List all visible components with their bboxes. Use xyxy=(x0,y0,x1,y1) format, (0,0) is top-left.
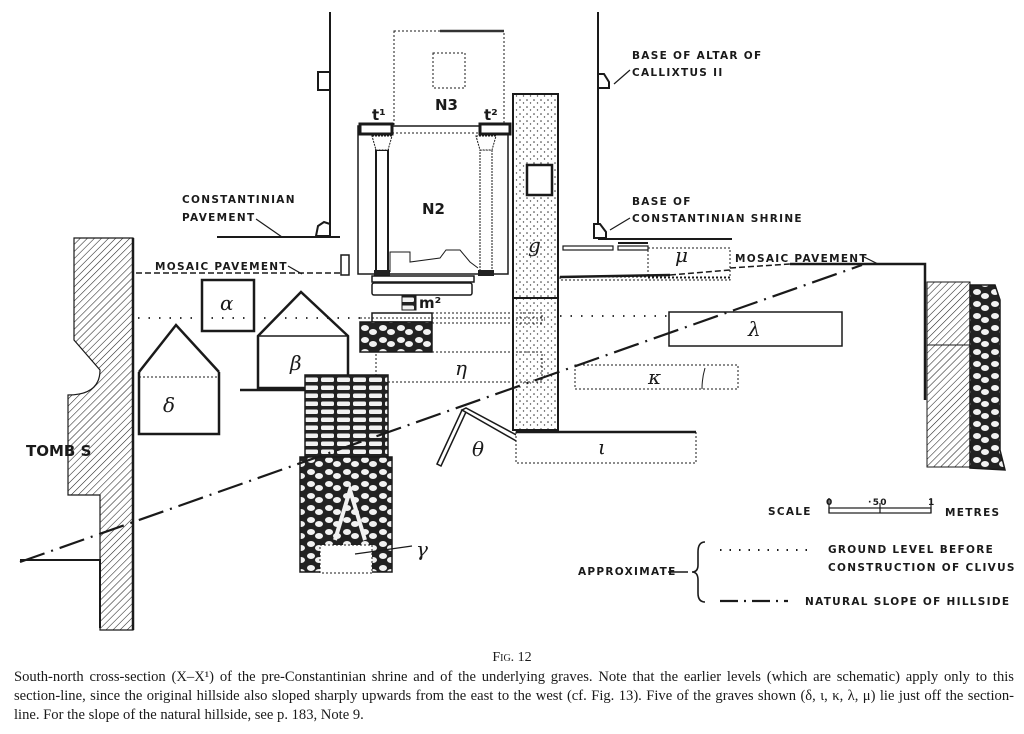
grave-gamma-arrow xyxy=(354,545,413,555)
wall-m2-label: m² xyxy=(419,294,441,312)
grave-delta xyxy=(137,323,221,436)
legend-brace xyxy=(691,541,706,603)
constantinian-pavement-label-1: CONSTANTINIAN xyxy=(182,194,296,206)
altar-base-label-2: CALLIXTUS II xyxy=(632,67,724,79)
grave-delta-label: δ xyxy=(163,393,175,417)
niche-n2-label: N2 xyxy=(422,200,445,218)
grave-beta xyxy=(240,290,350,392)
legend-natural-slope: NATURAL SLOPE OF HILLSIDE xyxy=(805,596,1010,608)
grave-mu-label: μ xyxy=(675,243,688,267)
grave-lambda-label: λ xyxy=(747,317,761,341)
tomb-s-wall xyxy=(20,237,135,631)
constantinian-pavement-label-2: PAVEMENT xyxy=(182,212,255,224)
rubble-foundation xyxy=(359,321,433,353)
altar-base-callixtus-icon xyxy=(597,73,610,89)
figure-number: Fig. 12 xyxy=(492,650,532,665)
niche-n3-label: N3 xyxy=(435,96,458,114)
legend: APPROXIMATE GROUND LEVEL BEFORE CONSTRUC… xyxy=(578,541,1016,608)
small-pillar-icon xyxy=(340,254,350,276)
constantinian-shrine-base-icon xyxy=(593,223,607,239)
constantinian-shrine-arrow xyxy=(609,217,631,231)
legend-ground-level-2: CONSTRUCTION OF CLIVUS xyxy=(828,562,1016,574)
scale-tick-mid: ·50 xyxy=(868,498,888,508)
niche-n2 xyxy=(357,122,512,296)
mosaic-pavement-right-line xyxy=(790,262,927,400)
column-left xyxy=(375,149,389,273)
constantinian-shrine-label-2: CONSTANTINIAN SHRINE xyxy=(632,213,803,225)
grave-kappa-label: κ xyxy=(647,365,661,389)
cross-section-diagram: TOMB S CONSTANTINIAN PAVEMENT MOSAIC PAV… xyxy=(19,12,1016,631)
constantinian-pavement-arrow xyxy=(255,218,283,238)
grave-alpha xyxy=(200,278,256,333)
constantinian-shrine-label-1: BASE OF xyxy=(632,196,692,208)
grave-beta-label: β xyxy=(289,351,302,375)
grave-eta-label: η xyxy=(455,356,467,380)
grave-kappa xyxy=(574,364,739,390)
grave-lambda xyxy=(668,311,843,347)
travertine-slab-t2 xyxy=(478,122,512,136)
grave-alpha-label: α xyxy=(220,291,234,315)
mosaic-pavement-left-label: MOSAIC PAVEMENT xyxy=(155,261,288,273)
natural-slope-line xyxy=(19,263,863,564)
altar-base-label-1: BASE OF ALTAR OF xyxy=(632,50,762,62)
constantinian-shrine-base-left-icon xyxy=(314,220,331,237)
grave-gamma xyxy=(319,544,373,574)
grave-iota xyxy=(515,430,697,464)
mosaic-pavement-right-arrow xyxy=(861,255,879,265)
scale-bar: SCALE 0 ·50 1 METRES xyxy=(768,498,1000,519)
grave-iota-label: ι xyxy=(598,435,606,459)
figure-caption: South-north cross-section (X–X¹) of the … xyxy=(14,669,1014,723)
wall-g xyxy=(512,93,559,431)
tomb-s-label: TOMB S xyxy=(26,442,91,460)
scale-tick-0: 0 xyxy=(826,498,834,508)
column-right xyxy=(479,149,493,273)
legend-ground-level-1: GROUND LEVEL BEFORE xyxy=(828,544,994,556)
masonry-pillar xyxy=(299,374,393,574)
north-wall xyxy=(926,281,1006,471)
grave-theta-label: θ xyxy=(472,437,484,461)
travertine-t2-label: t² xyxy=(484,106,498,124)
travertine-t1-label: t¹ xyxy=(372,106,386,124)
altar-base-left-icon xyxy=(317,71,330,91)
grave-gamma-label: γ xyxy=(416,537,428,561)
scale-tick-1: 1 xyxy=(928,498,936,508)
scale-unit: METRES xyxy=(945,507,1000,519)
wall-g-label: g xyxy=(528,233,541,257)
mosaic-pavement-left-arrow xyxy=(287,265,303,275)
mosaic-pavement-right-dashed xyxy=(729,263,791,269)
travertine-slab-t1 xyxy=(358,122,394,136)
altar-base-arrow xyxy=(613,69,631,85)
mosaic-pavement-right-label: MOSAIC PAVEMENT xyxy=(735,253,868,265)
grave-mu xyxy=(559,242,731,281)
wall-m2 xyxy=(401,295,417,311)
legend-approximate-label: APPROXIMATE xyxy=(578,566,677,578)
scale-label: SCALE xyxy=(768,506,812,518)
